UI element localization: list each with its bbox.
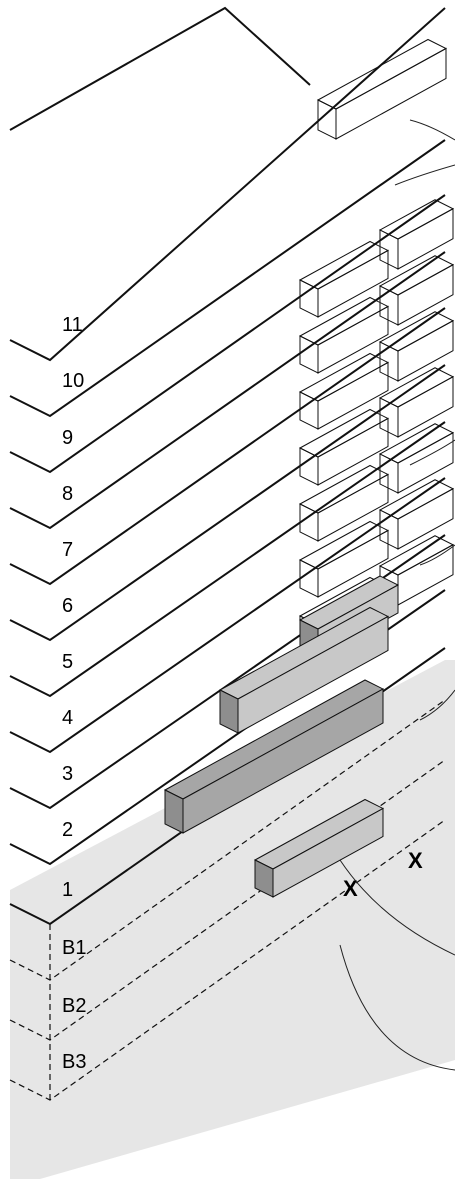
floor-label-9: 9 [62,427,73,449]
box-upper-1-side [380,230,398,269]
x-marker-upper: X [408,848,423,873]
floor-label-b1: B1 [62,937,86,959]
leader-arrow-1 [410,120,455,140]
floor-label-4: 4 [62,707,73,729]
floor-label-2: 2 [62,819,73,841]
box-upper-4-front [398,377,453,437]
floor-label-8: 8 [62,483,73,505]
floor-label-b3: B3 [62,1051,86,1073]
floor-label-10: 10 [62,370,84,392]
box-roof-front [336,49,446,140]
floor-label-b2: B2 [62,995,86,1017]
box-upper-3-front [398,321,453,381]
box-upper-6-front [398,489,453,549]
box-roof-top [318,40,446,110]
box-upper-4-top [380,368,453,407]
box-mid-2-top [300,298,388,346]
floor-label-5: 5 [62,651,73,673]
floor-label-7: 7 [62,539,73,561]
x-marker-lower: X [343,876,358,901]
box-mid-4-top [300,410,388,458]
box-mid-5-top [300,466,388,514]
floor-label-11: 11 [62,314,83,336]
box-upper-7-front [398,545,453,605]
floor-label-3: 3 [62,763,73,785]
box-mid-6-side [300,560,318,597]
box-mid-5-side [300,504,318,541]
box-upper-6-top [380,480,453,519]
box-upper-2-front [398,265,453,325]
roof-ridge-line [10,8,310,130]
box-upper-5-top [380,424,453,463]
box-mid-3-top [300,354,388,402]
box-upper-5-front [398,433,453,493]
box-mid-6-top [300,522,388,570]
box-mid-4-side [300,448,318,485]
box-upper-1-front [398,209,453,269]
floor-label-6: 6 [62,595,73,617]
floor-label-1: 1 [62,879,73,901]
